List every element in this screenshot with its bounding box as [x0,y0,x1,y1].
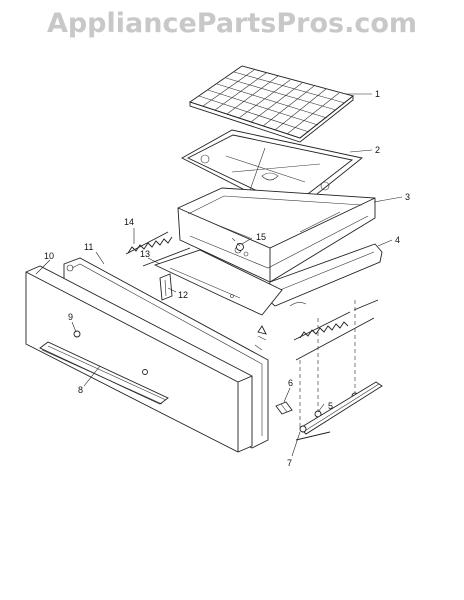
drawer-front-panel[interactable] [25,265,253,453]
rod[interactable] [142,247,191,267]
callout-5: 5 [328,401,333,411]
callout-9: 9 [68,312,73,322]
drawer-body[interactable] [177,187,376,283]
callout-8: 8 [78,385,83,395]
bracket[interactable] [159,273,173,301]
drawer-rear-panel [153,249,283,316]
callout-11: 11 [84,242,93,252]
callout-15: 15 [256,232,266,242]
callout-2: 2 [375,145,380,155]
callout-3: 3 [405,192,410,202]
small-bracket[interactable] [275,401,293,415]
callout-7: 7 [287,458,292,468]
callout-13: 13 [140,249,150,259]
spring-left[interactable] [125,231,173,255]
callout-1: 1 [375,89,380,99]
drawer-handle[interactable] [39,341,169,405]
callout-4: 4 [395,235,400,245]
slide-rail[interactable] [295,381,383,441]
callout-14: 14 [124,217,134,227]
screw[interactable] [73,330,148,375]
callout-12: 12 [178,290,188,300]
broiler-grid[interactable] [188,65,354,143]
callout-10: 10 [44,251,54,261]
watermark-text: AppliancePartsPros.com [46,8,418,39]
clip[interactable] [236,243,244,251]
callout-6: 6 [288,378,293,388]
callout-labels: 1 2 3 4 5 6 7 8 9 10 11 12 13 14 15 [44,89,410,468]
spring-right[interactable] [293,299,379,361]
leader-lines [35,93,403,457]
alignment-lines [231,237,356,428]
